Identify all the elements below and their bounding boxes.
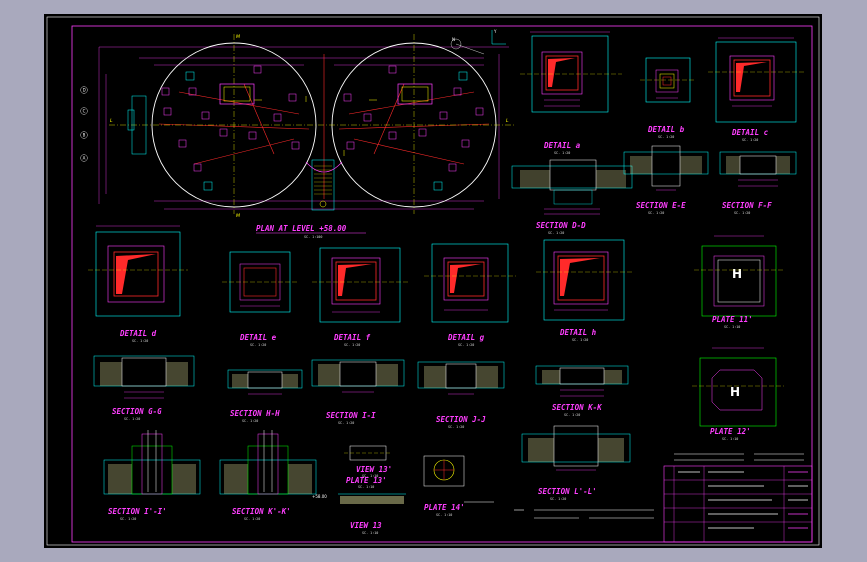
- plate-11-scale: SC. 1:10: [724, 325, 740, 329]
- detail-a-scale: SC. 1:20: [554, 151, 570, 155]
- detail-a-title: DETAIL a: [543, 141, 581, 150]
- view-13-small-title: VIEW 13': [356, 465, 392, 474]
- north-label: N: [452, 37, 455, 42]
- drawing-canvas: D C B A L L M M: [46, 16, 820, 546]
- section-gg-title: SECTION G-G: [112, 407, 162, 416]
- detail-e-drawing: [222, 251, 298, 313]
- section-i2-drawing: [103, 430, 201, 495]
- section-ee-drawing: [623, 145, 709, 191]
- detail-e-title: DETAIL e: [239, 333, 277, 342]
- section-ff-title: SECTION F-F: [722, 201, 772, 210]
- detail-g-title: DETAIL g: [447, 333, 485, 342]
- section-hh-drawing: [227, 369, 303, 395]
- north-arrow-icon: [450, 38, 462, 50]
- section-kk-title: SECTION K-K: [552, 403, 603, 412]
- plan-view: D C B A L L M M: [80, 29, 514, 219]
- section-ee-scale: SC. 1:20: [648, 211, 664, 215]
- section-dd-drawing: [511, 159, 633, 215]
- plate-12-drawing: H: [692, 347, 784, 427]
- coord-y-label: Y: [493, 29, 497, 34]
- grid-row-b: B: [83, 133, 86, 138]
- detail-d-drawing: [88, 225, 188, 317]
- section-ee-title: SECTION E-E: [636, 201, 686, 210]
- plate-14-drawing: [423, 455, 465, 487]
- detail-b-drawing: [640, 57, 696, 103]
- detail-b-title: DETAIL b: [647, 125, 685, 134]
- view-13-drawing: [338, 493, 406, 504]
- axis-m-bottom: M: [236, 213, 240, 219]
- section-ii-title: SECTION I-I: [326, 411, 376, 420]
- axis-l-right: L: [506, 118, 509, 124]
- detail-d-scale: SC. 1:20: [132, 339, 148, 343]
- detail-a-drawing: [520, 31, 622, 113]
- revision-block: [674, 453, 804, 461]
- plan-scale: SC. 1:100: [304, 235, 322, 239]
- detail-f-drawing: [312, 247, 408, 323]
- section-jj-scale: SC. 1:20: [448, 425, 464, 429]
- section-kk-scale: SC. 1:20: [564, 413, 580, 417]
- title-block: [663, 465, 813, 543]
- detail-d-title: DETAIL d: [119, 329, 157, 338]
- section-dd-scale: SC. 1:20: [548, 231, 564, 235]
- section-gg-scale: SC. 1:20: [124, 417, 140, 421]
- section-jj-drawing: [417, 361, 505, 395]
- grid-row-d: D: [83, 88, 86, 93]
- grid-row-c: C: [83, 109, 86, 114]
- detail-g-drawing: [424, 243, 516, 323]
- section-dd-title: SECTION D-D: [536, 221, 586, 230]
- section-ff-scale: SC. 1:20: [734, 211, 750, 215]
- level-note: +58.00: [312, 494, 327, 499]
- plate-11-bolt-icon: H: [732, 267, 742, 281]
- inner-frame: [71, 25, 813, 543]
- view-13-scale: SC. 1:10: [362, 531, 378, 535]
- section-i2-scale: SC. 1:20: [120, 517, 136, 521]
- detail-c-drawing: [708, 37, 804, 123]
- section-i2-title: SECTION I'-I': [108, 507, 167, 516]
- plan-title: PLAN AT LEVEL +58.00: [256, 224, 347, 233]
- detail-e-scale: SC. 1:20: [250, 343, 266, 347]
- plate-14-scale: SC. 1:10: [436, 513, 452, 517]
- section-kk-drawing: [535, 365, 629, 397]
- plate-11-title: PLATE 11': [712, 315, 753, 324]
- detail-h-title: DETAIL h: [559, 328, 597, 337]
- detail-f-scale: SC. 1:20: [344, 343, 360, 347]
- section-hh-title: SECTION H-H: [230, 409, 280, 418]
- section-ll-title: SECTION L'-L': [538, 487, 597, 496]
- section-ii-scale: SC. 1:20: [338, 421, 354, 425]
- section-ll-scale: SC. 1:20: [550, 497, 566, 501]
- section-k2-drawing: [219, 430, 317, 495]
- section-gg-drawing: [93, 355, 195, 399]
- plate-13-title: PLATE 13': [346, 476, 387, 485]
- view-13-small-drawing: [344, 445, 392, 461]
- view-13-small-scale: SC. 1:10: [362, 474, 378, 478]
- plate-12-title: PLATE 12': [710, 427, 751, 436]
- grid-row-a: A: [83, 156, 86, 161]
- axis-m-top: M: [236, 34, 240, 40]
- section-hh-scale: SC. 1:20: [242, 419, 258, 423]
- plate-12-bolt-icon: H: [730, 385, 740, 399]
- section-ll-drawing: [521, 425, 631, 471]
- view-13-title: VIEW 13: [350, 521, 382, 530]
- section-jj-title: SECTION J-J: [436, 415, 486, 424]
- plate-13-scale: SC. 1:10: [358, 485, 374, 489]
- section-k2-scale: SC. 1:20: [244, 517, 260, 521]
- detail-c-title: DETAIL c: [731, 128, 769, 137]
- detail-h-drawing: [536, 239, 634, 321]
- section-ii-drawing: [311, 359, 405, 393]
- detail-f-title: DETAIL f: [333, 333, 371, 342]
- detail-h-scale: SC. 1:20: [572, 338, 588, 342]
- plate-14-title: PLATE 14': [424, 503, 465, 512]
- drawing-sheet: D C B A L L M M: [44, 14, 822, 548]
- detail-g-scale: SC. 1:20: [458, 343, 474, 347]
- section-k2-title: SECTION K'-K': [232, 507, 291, 516]
- plate-12-scale: SC. 1:10: [722, 437, 738, 441]
- section-ff-drawing: [719, 151, 797, 187]
- plate-11-drawing: H: [694, 235, 784, 317]
- outer-frame: [46, 16, 820, 546]
- notes-block: [464, 501, 654, 519]
- detail-c-scale: SC. 1:20: [742, 138, 758, 142]
- detail-b-scale: SC. 1:20: [658, 135, 674, 139]
- axis-l-left: L: [110, 118, 113, 124]
